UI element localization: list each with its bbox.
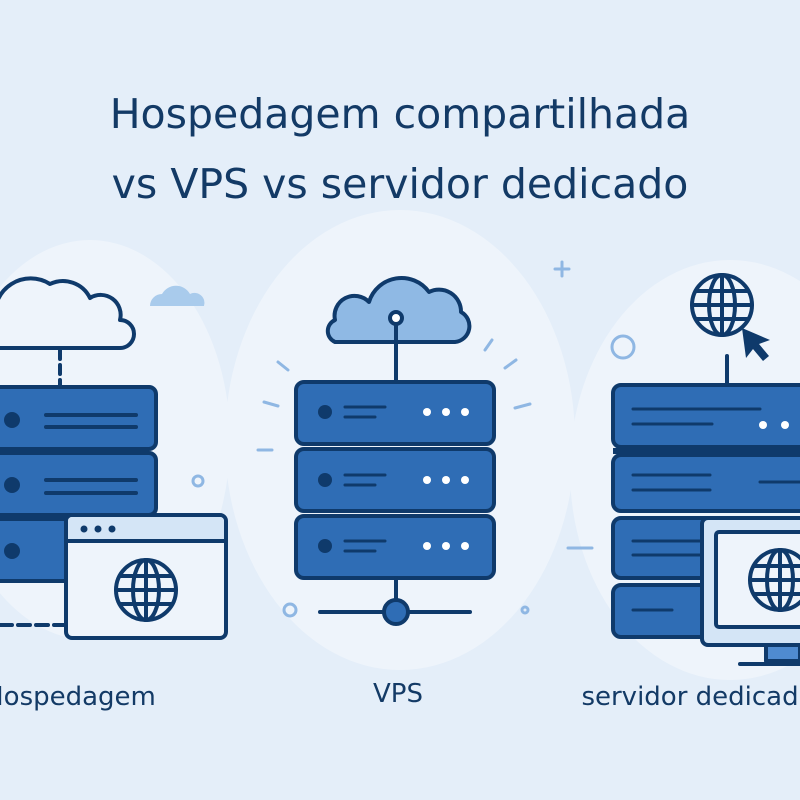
label-vps: VPS: [373, 679, 423, 709]
small-cloud-icon: [150, 285, 205, 306]
globe-icon: [114, 558, 178, 622]
title-line-2: vs VPS vs servidor dedicado: [112, 160, 689, 208]
network-node-icon: [318, 576, 472, 626]
label-dedicated-server: servidor dedicado: [581, 682, 800, 712]
cursor-icon: [742, 328, 770, 361]
server-rack-icon: [294, 380, 496, 580]
panel-dedicated-server: servidor dedicado: [581, 273, 800, 712]
browser-window-icon: [64, 513, 228, 640]
plus-icon: [553, 260, 571, 278]
monitor-icon: [700, 516, 800, 666]
ring-icon: [610, 334, 636, 360]
panel-vps: VPS: [294, 276, 496, 709]
decorations: [150, 260, 636, 618]
title-line-1: Hospedagem compartilhada: [110, 90, 691, 138]
panel-shared-hosting: Hospedagem: [0, 276, 228, 712]
label-shared-hosting: Hospedagem: [0, 682, 156, 712]
ring-icon: [191, 474, 205, 488]
cloud-icon: [325, 276, 472, 344]
globe-icon: [690, 273, 754, 337]
cloud-icon: [0, 276, 136, 350]
